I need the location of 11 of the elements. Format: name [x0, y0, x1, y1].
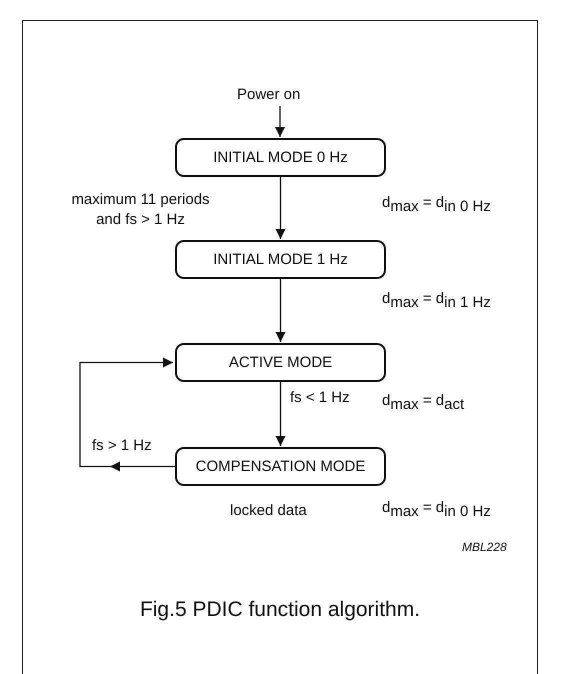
mode-box: ACTIVE MODE	[175, 343, 386, 382]
mode-note: locked data	[230, 502, 307, 519]
start-label: Power on	[237, 86, 300, 103]
edge-label: fs > 1 Hz	[92, 436, 153, 456]
edge-label: fs < 1 Hz	[290, 388, 351, 408]
figure-code: MBL228	[462, 540, 507, 554]
edge-label: maximum 11 periods and fs > 1 Hz	[70, 190, 211, 230]
mode-box: INITIAL MODE 0 Hz	[175, 138, 386, 177]
mode-box: INITIAL MODE 1 Hz	[175, 240, 386, 279]
figure-caption: Fig.5 PDIC function algorithm.	[138, 598, 422, 622]
mode-box: COMPENSATION MODE	[175, 447, 386, 486]
